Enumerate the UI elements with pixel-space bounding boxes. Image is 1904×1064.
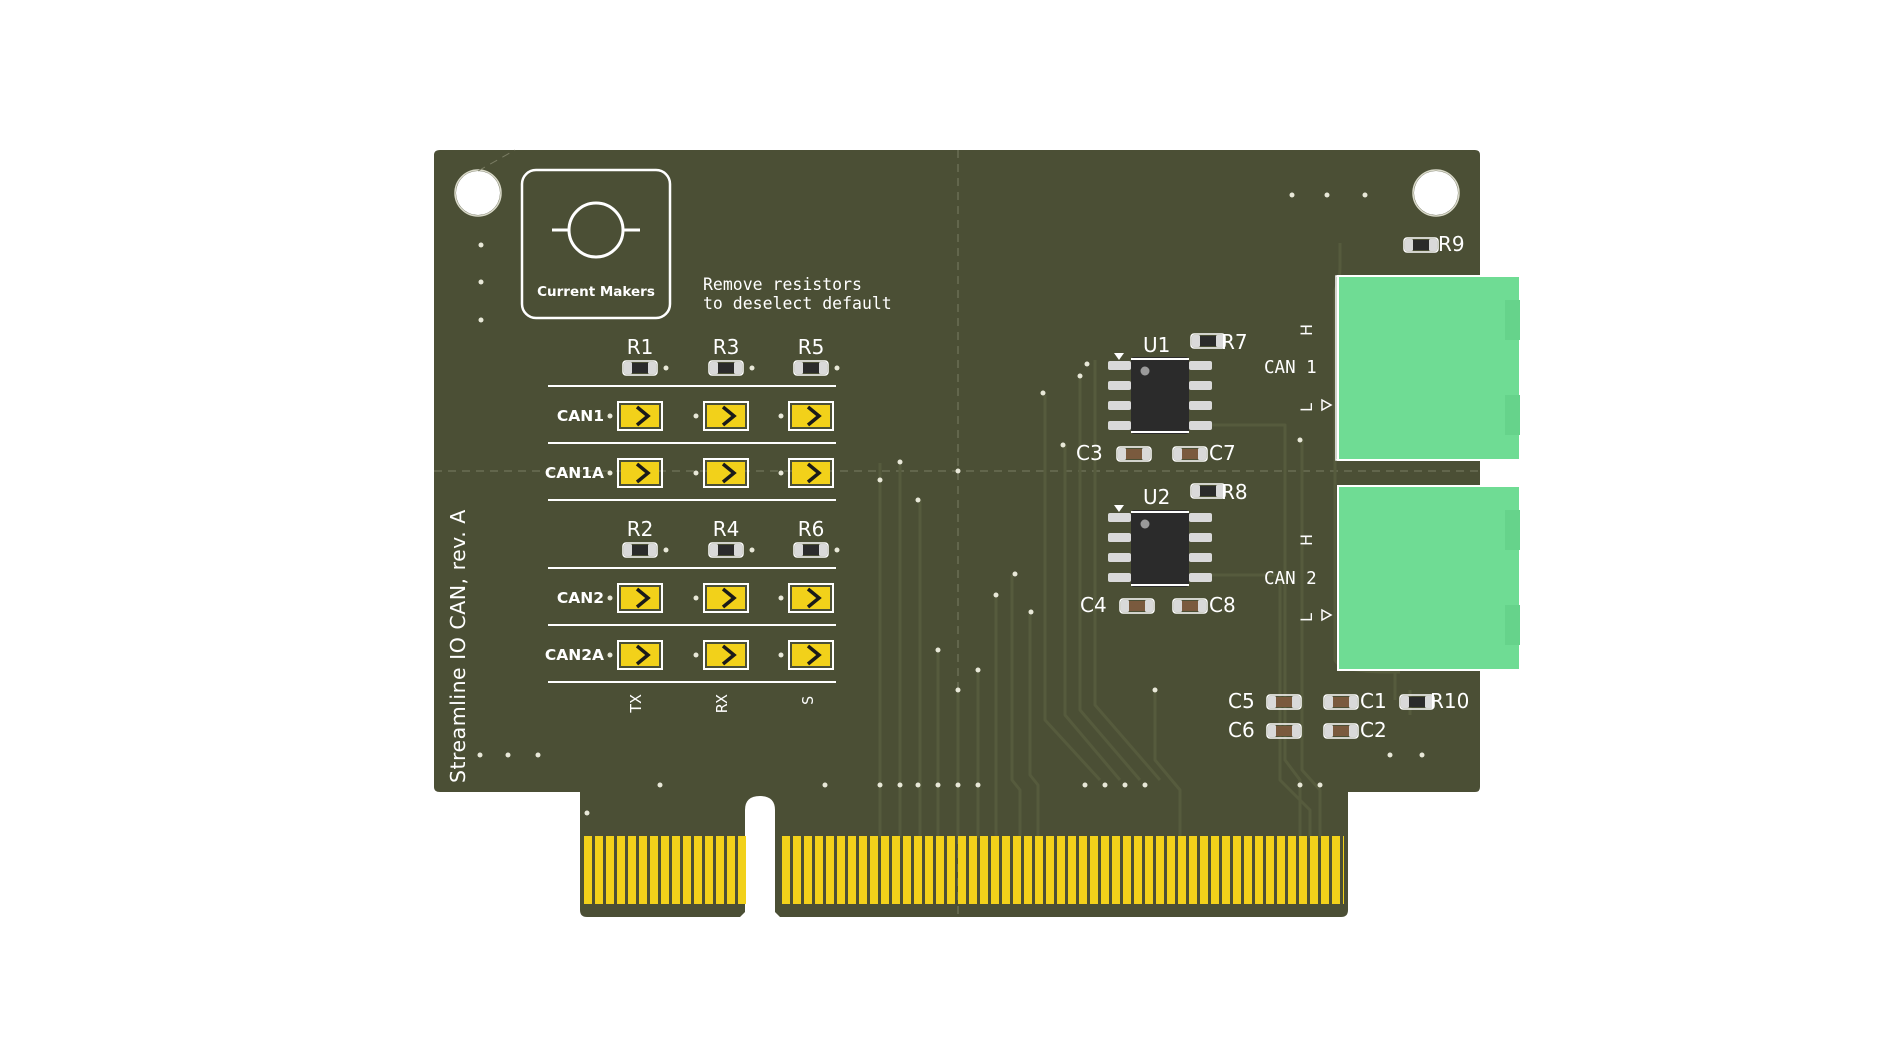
label-c5: C5 xyxy=(1228,689,1255,713)
capacitor-c7 xyxy=(1172,446,1208,462)
capacitor-c4 xyxy=(1119,598,1155,614)
resistor-label-r1: R1 xyxy=(627,335,654,359)
solder-jumper xyxy=(693,640,749,670)
ic-u2-label: U2 xyxy=(1143,485,1170,509)
label-c4: C4 xyxy=(1080,593,1107,617)
label-r7: R7 xyxy=(1221,330,1248,354)
resistor-r7 xyxy=(1190,333,1226,349)
row-label-can1a: CAN1A xyxy=(545,464,604,482)
mounting-hole xyxy=(456,171,500,215)
resistor-r6 xyxy=(793,542,829,558)
resistor-r3 xyxy=(708,360,744,376)
resistor-r9 xyxy=(1403,237,1439,253)
can2-pin-h: H xyxy=(1297,534,1316,546)
label-c8: C8 xyxy=(1209,593,1236,617)
company-logo: Current Makers xyxy=(520,168,672,320)
capacitor-c8 xyxy=(1172,598,1208,614)
capacitor-c3 xyxy=(1116,446,1152,462)
row-label-can2: CAN2 xyxy=(557,589,604,607)
solder-jumper xyxy=(778,640,834,670)
can2-pin1-marker xyxy=(1321,608,1333,622)
label-c3: C3 xyxy=(1076,441,1103,465)
can2-pin-l: L xyxy=(1297,613,1316,622)
passive-components xyxy=(1116,237,1439,739)
resistor-r2 xyxy=(622,542,658,558)
label-c7: C7 xyxy=(1209,441,1236,465)
can1-label: CAN 1 xyxy=(1264,358,1317,378)
logo-text: Current Makers xyxy=(537,284,655,300)
resistor-label-r5: R5 xyxy=(798,335,825,359)
ic-u1-label: U1 xyxy=(1143,333,1170,357)
solder-jumpers xyxy=(607,401,834,670)
resistor-r1 xyxy=(622,360,658,376)
ic-u2: U2 xyxy=(1108,485,1212,587)
column-label-tx: TX xyxy=(627,694,645,713)
label-r10: R10 xyxy=(1430,689,1469,713)
resistor-label-r6: R6 xyxy=(798,517,825,541)
can1-pin1-marker xyxy=(1321,398,1333,412)
pcb-traces xyxy=(878,243,1412,838)
solder-jumper xyxy=(607,458,663,488)
solder-jumper xyxy=(778,583,834,613)
edge-connector-fingers-left xyxy=(584,836,746,904)
solder-jumper xyxy=(778,401,834,431)
resistor-label-r3: R3 xyxy=(713,335,740,359)
resistor-label-r4: R4 xyxy=(713,517,740,541)
capacitor-c1 xyxy=(1323,694,1359,710)
can2-label: CAN 2 xyxy=(1264,569,1317,589)
can1-pin-h: H xyxy=(1297,324,1316,336)
label-c1: C1 xyxy=(1360,689,1387,713)
label-r9: R9 xyxy=(1438,232,1465,256)
can1-connector xyxy=(1337,275,1521,461)
capacitor-c2 xyxy=(1323,723,1359,739)
solder-jumper xyxy=(607,583,663,613)
solder-jumper xyxy=(693,458,749,488)
label-c6: C6 xyxy=(1228,718,1255,742)
resistor-label-r2: R2 xyxy=(627,517,654,541)
row-label-can2a: CAN2A xyxy=(545,646,604,664)
solder-jumper xyxy=(607,640,663,670)
column-label-s: S xyxy=(799,696,817,705)
label-r8: R8 xyxy=(1221,480,1248,504)
upper-resistors: R1 R3 R5 xyxy=(622,335,840,376)
note-line-2: to deselect default xyxy=(703,294,892,313)
column-label-rx: RX xyxy=(713,694,731,713)
edge-connector-fingers-right xyxy=(780,836,1344,904)
can2-connector xyxy=(1337,485,1521,671)
mounting-hole xyxy=(1414,171,1458,215)
row-label-can1: CAN1 xyxy=(557,407,604,425)
solder-jumper xyxy=(607,401,663,431)
ic-u1: U1 xyxy=(1108,333,1212,434)
note-line-1: Remove resistors xyxy=(703,275,862,294)
solder-jumper xyxy=(778,458,834,488)
resistor-r4 xyxy=(708,542,744,558)
solder-jumper xyxy=(693,401,749,431)
lower-resistors: R2 R4 R6 xyxy=(622,517,840,558)
can1-pin-l: L xyxy=(1297,403,1316,412)
pcb-vias xyxy=(477,192,1425,816)
resistor-r8 xyxy=(1190,483,1226,499)
board-title: Streamline IO CAN, rev. A xyxy=(446,509,470,783)
capacitor-c6 xyxy=(1266,723,1302,739)
capacitor-c5 xyxy=(1266,694,1302,710)
solder-jumper xyxy=(693,583,749,613)
resistor-r5 xyxy=(793,360,829,376)
resistor-r10 xyxy=(1399,694,1435,710)
label-c2: C2 xyxy=(1360,718,1387,742)
jumper-grid-lines xyxy=(548,385,836,683)
